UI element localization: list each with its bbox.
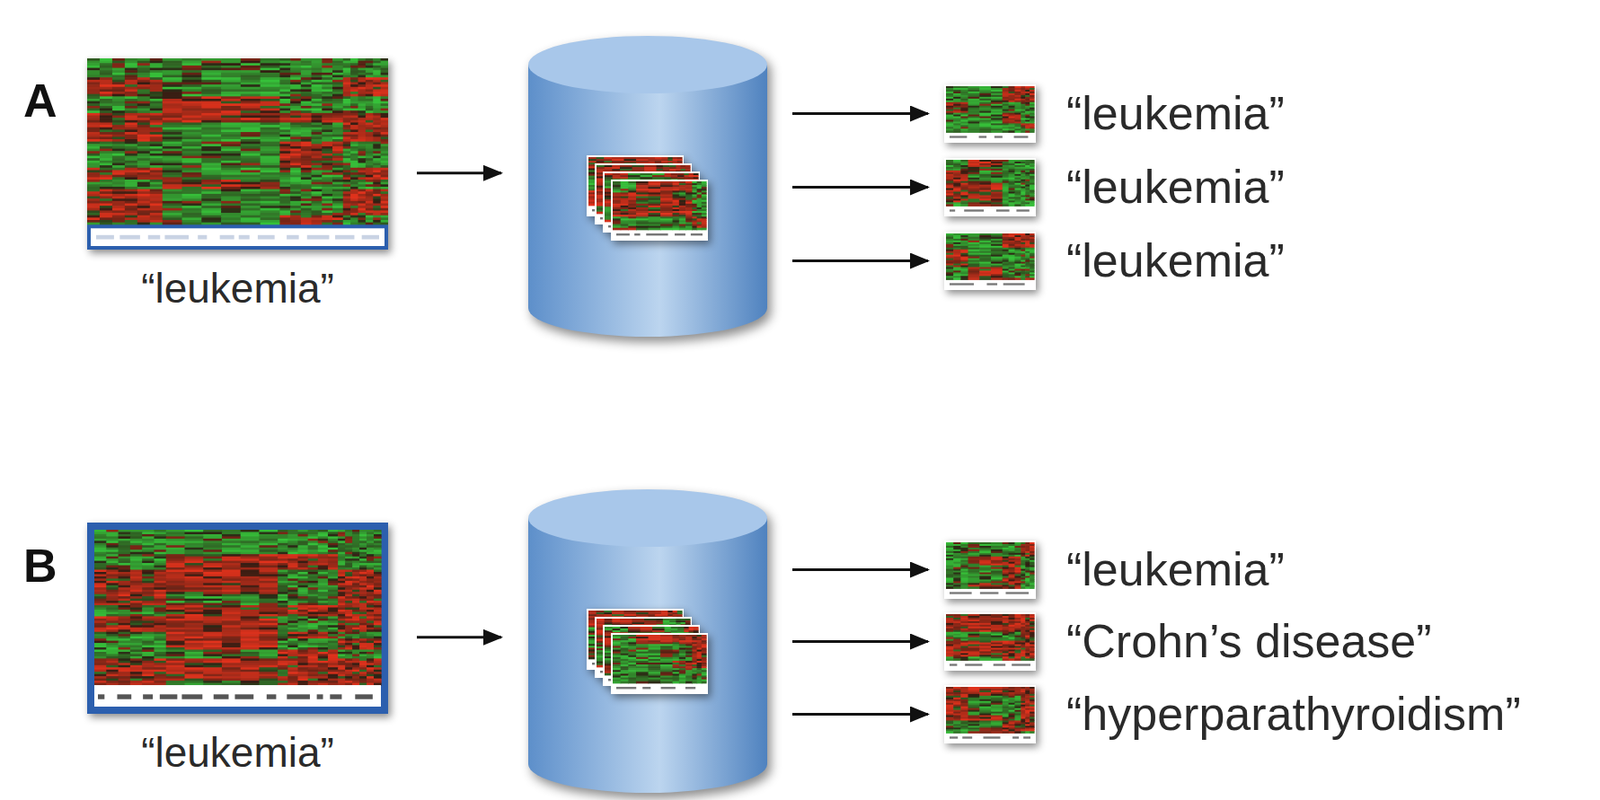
heatmap-caption: “leukemia” xyxy=(87,265,389,312)
heatmap-thumbnail xyxy=(944,612,1036,672)
disease-label: “hyperparathyroidism” xyxy=(1066,689,1521,741)
disease-label: “leukemia” xyxy=(1066,235,1285,287)
heatmap-caption: “leukemia” xyxy=(87,730,389,777)
disease-label: “Crohn’s disease” xyxy=(1066,616,1433,668)
query-heatmap: “leukemia” xyxy=(87,522,389,777)
result-heatmap: “hyperparathyroidism” xyxy=(944,685,1521,744)
result-heatmap: “leukemia” xyxy=(944,231,1285,291)
flow-arrow xyxy=(792,713,929,717)
heatmap-thumbnail xyxy=(944,685,1036,744)
disease-label: “leukemia” xyxy=(1066,161,1285,213)
database-figure xyxy=(528,35,768,337)
heatmap-figure xyxy=(87,58,389,250)
result-heatmap: “leukemia” xyxy=(944,158,1285,217)
query-heatmap: “leukemia” xyxy=(87,58,389,312)
flow-arrow xyxy=(792,259,929,263)
disease-label: “leukemia” xyxy=(1066,88,1285,140)
heatmap-thumbnail xyxy=(944,231,1036,291)
panel-letter: B xyxy=(23,539,58,593)
result-heatmap: “leukemia” xyxy=(944,540,1285,600)
flow-arrow xyxy=(792,640,929,644)
flow-arrow xyxy=(416,636,502,639)
flow-arrow xyxy=(792,568,929,572)
heatmap-thumbnail xyxy=(944,84,1036,143)
flow-arrow xyxy=(792,185,929,189)
database-cylinder xyxy=(528,489,768,794)
database-figure xyxy=(528,489,768,794)
flow-arrow xyxy=(416,171,502,175)
database-cylinder xyxy=(528,35,768,337)
disease-label: “leukemia” xyxy=(1066,544,1285,596)
result-heatmap: “Crohn’s disease” xyxy=(944,612,1433,672)
heatmap-thumbnail xyxy=(944,158,1036,217)
panel-letter: A xyxy=(23,73,58,128)
result-heatmap: “leukemia” xyxy=(944,84,1285,143)
flow-arrow xyxy=(792,112,929,115)
heatmap-thumbnail xyxy=(944,540,1036,600)
heatmap-figure xyxy=(87,522,389,715)
